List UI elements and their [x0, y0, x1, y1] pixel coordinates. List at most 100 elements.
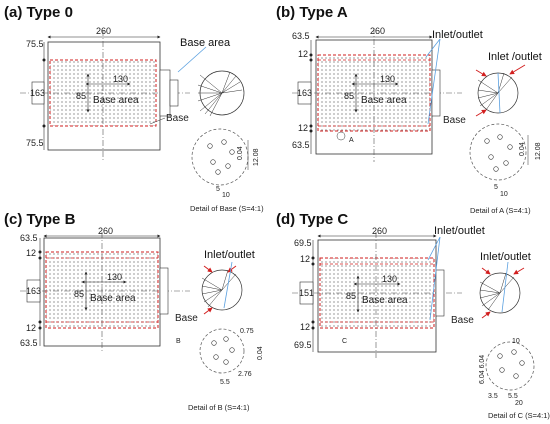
top-offset-value: 69.5	[294, 238, 312, 248]
base-area-callout: Base area	[180, 37, 231, 49]
width-value: 260	[96, 26, 111, 36]
detail-dim: 0.04	[519, 142, 526, 156]
base-label: Base	[166, 113, 189, 124]
detail-dim: 20	[515, 400, 523, 407]
detail-view: 10 6.04 6.04 3.5 5.5 20	[479, 338, 535, 407]
mid-bottom-value: 12	[298, 123, 308, 133]
base-label: Base	[443, 115, 466, 126]
right-flange	[159, 267, 169, 315]
detail-dim: 0.04	[257, 346, 264, 360]
dim-dot	[309, 58, 313, 62]
inner-width-value: 130	[382, 274, 397, 284]
detail-dim: 12.08	[535, 142, 542, 160]
left-flange	[297, 81, 312, 105]
detail-marker: B	[176, 338, 181, 345]
end-view-fan	[479, 261, 525, 319]
dim-dot	[38, 250, 42, 254]
detail-view: 0.75 0.04 2.76 5.5	[199, 328, 264, 386]
base-area-label: Base area	[90, 293, 136, 304]
detail-marker: A	[349, 137, 354, 144]
base-area-label: Base area	[362, 295, 408, 306]
detail-dim: 10	[222, 192, 230, 199]
inner-width-value: 130	[113, 74, 128, 84]
left-height-value: 163	[297, 88, 312, 98]
panel-title: (b) Type A	[276, 4, 348, 21]
width-value: 260	[98, 226, 113, 236]
inner-height-value: 85	[76, 91, 86, 101]
dim-dot	[311, 326, 315, 330]
left-flange	[26, 279, 41, 303]
left-height-value: 163	[30, 88, 45, 98]
detail-view: 12.08 0.04 5 10	[469, 123, 542, 198]
inner-width-value: 130	[380, 74, 395, 84]
inlet-outlet-callout: Inlet/outlet	[434, 225, 485, 237]
mid-top-value: 12	[298, 49, 308, 59]
right-flange	[431, 69, 441, 117]
detail-caption: Detail of B (S=4:1)	[188, 403, 250, 412]
top-offset-value: 75.5	[26, 39, 44, 49]
inlet-outlet-callout: Inlet/outlet	[432, 29, 483, 41]
detail-dim: 12.08	[253, 148, 260, 166]
inner-height-value: 85	[346, 291, 356, 301]
detail-dim: 0.04	[237, 146, 244, 160]
panel-title: (d) Type C	[276, 211, 348, 228]
bottom-offset-value: 75.5	[26, 138, 44, 148]
detail-marker: C	[342, 338, 347, 345]
detail-dim: 0.75	[240, 328, 254, 335]
width-value: 260	[372, 226, 387, 236]
detail-caption: Detail of Base (S=4:1)	[190, 204, 264, 213]
dim-dot	[38, 326, 42, 330]
right-flange	[159, 69, 171, 117]
bottom-offset-value: 69.5	[294, 340, 312, 350]
end-view-fan	[475, 64, 526, 117]
base-leader	[149, 117, 166, 125]
detail-marker-circle	[336, 131, 346, 141]
base-area-label: Base area	[93, 95, 139, 106]
inner-height-value: 85	[344, 91, 354, 101]
mid-bottom-value: 12	[26, 323, 36, 333]
inner-height-value: 85	[74, 289, 84, 299]
panel-title: (a) Type 0	[4, 4, 73, 21]
dim-dot	[311, 256, 315, 260]
callout-line	[425, 38, 441, 58]
callout-line	[427, 236, 441, 261]
dim-dot	[42, 124, 46, 128]
dim-dot	[309, 129, 313, 133]
mid-bottom-value: 12	[300, 322, 310, 332]
right-flange	[435, 269, 445, 317]
inner-width-value: 130	[107, 272, 122, 282]
end-view-fan	[197, 70, 245, 117]
dim-dot	[311, 262, 315, 266]
dim-dot	[38, 256, 42, 260]
dim-dot	[42, 58, 46, 62]
right-flange-inner	[169, 79, 179, 107]
dim-dot	[309, 53, 313, 57]
detail-dim: 5.5	[508, 393, 518, 400]
callout-line	[177, 46, 207, 73]
end-view-fan	[201, 261, 243, 315]
mid-top-value: 12	[300, 254, 310, 264]
detail-dim: 5	[216, 186, 220, 193]
top-offset-value: 63.5	[20, 233, 38, 243]
callout-line	[427, 38, 441, 125]
top-offset-value: 63.5	[292, 31, 310, 41]
mid-top-value: 12	[26, 248, 36, 258]
base-label: Base	[451, 315, 474, 326]
left-height-value: 151	[299, 288, 314, 298]
detail-dim: 5	[494, 184, 498, 191]
detail-dim: 2.76	[238, 371, 252, 378]
panel-title: (c) Type B	[4, 211, 76, 228]
width-value: 260	[370, 26, 385, 36]
dim-dot	[311, 320, 315, 324]
panel-type-c: (d) Type C 260 130 85 Base area 69.5 12 …	[276, 211, 550, 420]
inlet-outlet-callout-2: Inlet/outlet	[480, 251, 531, 263]
detail-dim: 3.5	[488, 393, 498, 400]
left-height-value: 163	[26, 286, 41, 296]
inlet-outlet-callout: Inlet/outlet	[204, 249, 255, 261]
dim-dot	[38, 320, 42, 324]
left-flange	[31, 81, 45, 105]
callout-line	[429, 236, 441, 321]
detail-caption: Detail of C (S=4:1)	[488, 411, 550, 420]
dim-dot	[309, 124, 313, 128]
